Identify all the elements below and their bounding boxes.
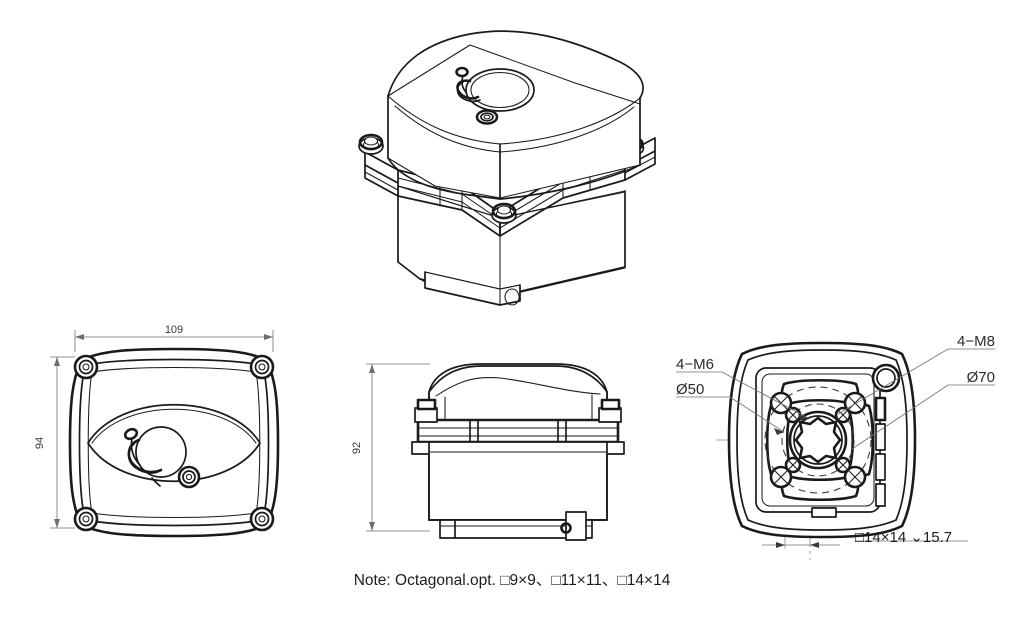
top-bolt-br [249,506,275,532]
iso-base-plate [424,271,521,306]
view-bottom: 4−M6 Ø50 4−M8 Ø70 [676,333,995,560]
bottom-square-dim [762,542,840,548]
bottom-bolt-circle-70 [764,386,872,494]
front-bracket [416,418,620,444]
dim-front-height [366,363,430,532]
callout-square-drive-text: □14×14 ⌄15.7 [855,529,953,546]
view-top [50,330,280,538]
callout-d50-text: Ø50 [676,381,704,398]
top-dome-outline [87,403,261,483]
bottom-holes-m8 [769,391,867,489]
iso-bolt-front [491,202,517,224]
callout-m8-text: 4−M8 [957,333,995,350]
callout-m6-text: 4−M6 [676,356,714,373]
top-bolt-bl [73,506,99,532]
front-lower-body [428,441,608,521]
drawing-note-text: Note: Octagonal.opt. □9×9、□11×11、□14×14 [353,572,671,589]
dim-top-height [50,356,75,529]
top-bolt-tr [249,354,275,380]
dim-label-109: 109 [165,324,183,336]
iso-cover [387,30,644,200]
iso-bolt-left [358,133,384,155]
drawing-note: Note: Octagonal.opt. □9×9、□11×11、□14×14 [0,568,1024,590]
bottom-bolt-circle-50 [781,403,855,477]
bottom-connector-tab [811,507,837,518]
dim-label-92: 92 [351,442,363,454]
callout-square-drive: □14×14 ⌄15.7 [855,528,952,546]
iso-screw [475,109,499,125]
front-cover [428,363,608,421]
view-front [366,363,625,541]
bottom-leaders [676,348,995,542]
front-base-plate [439,511,593,541]
dim-top-width [74,330,274,352]
iso-port [455,66,535,112]
bottom-star-drive [788,410,848,470]
dim-label-94: 94 [34,437,46,449]
top-bracket-rails [78,358,270,527]
top-bolt-tl [73,354,99,380]
view-isometric [358,30,656,306]
callout-d70-text: Ø70 [967,369,995,386]
top-screw [177,465,201,489]
top-port [123,426,187,487]
